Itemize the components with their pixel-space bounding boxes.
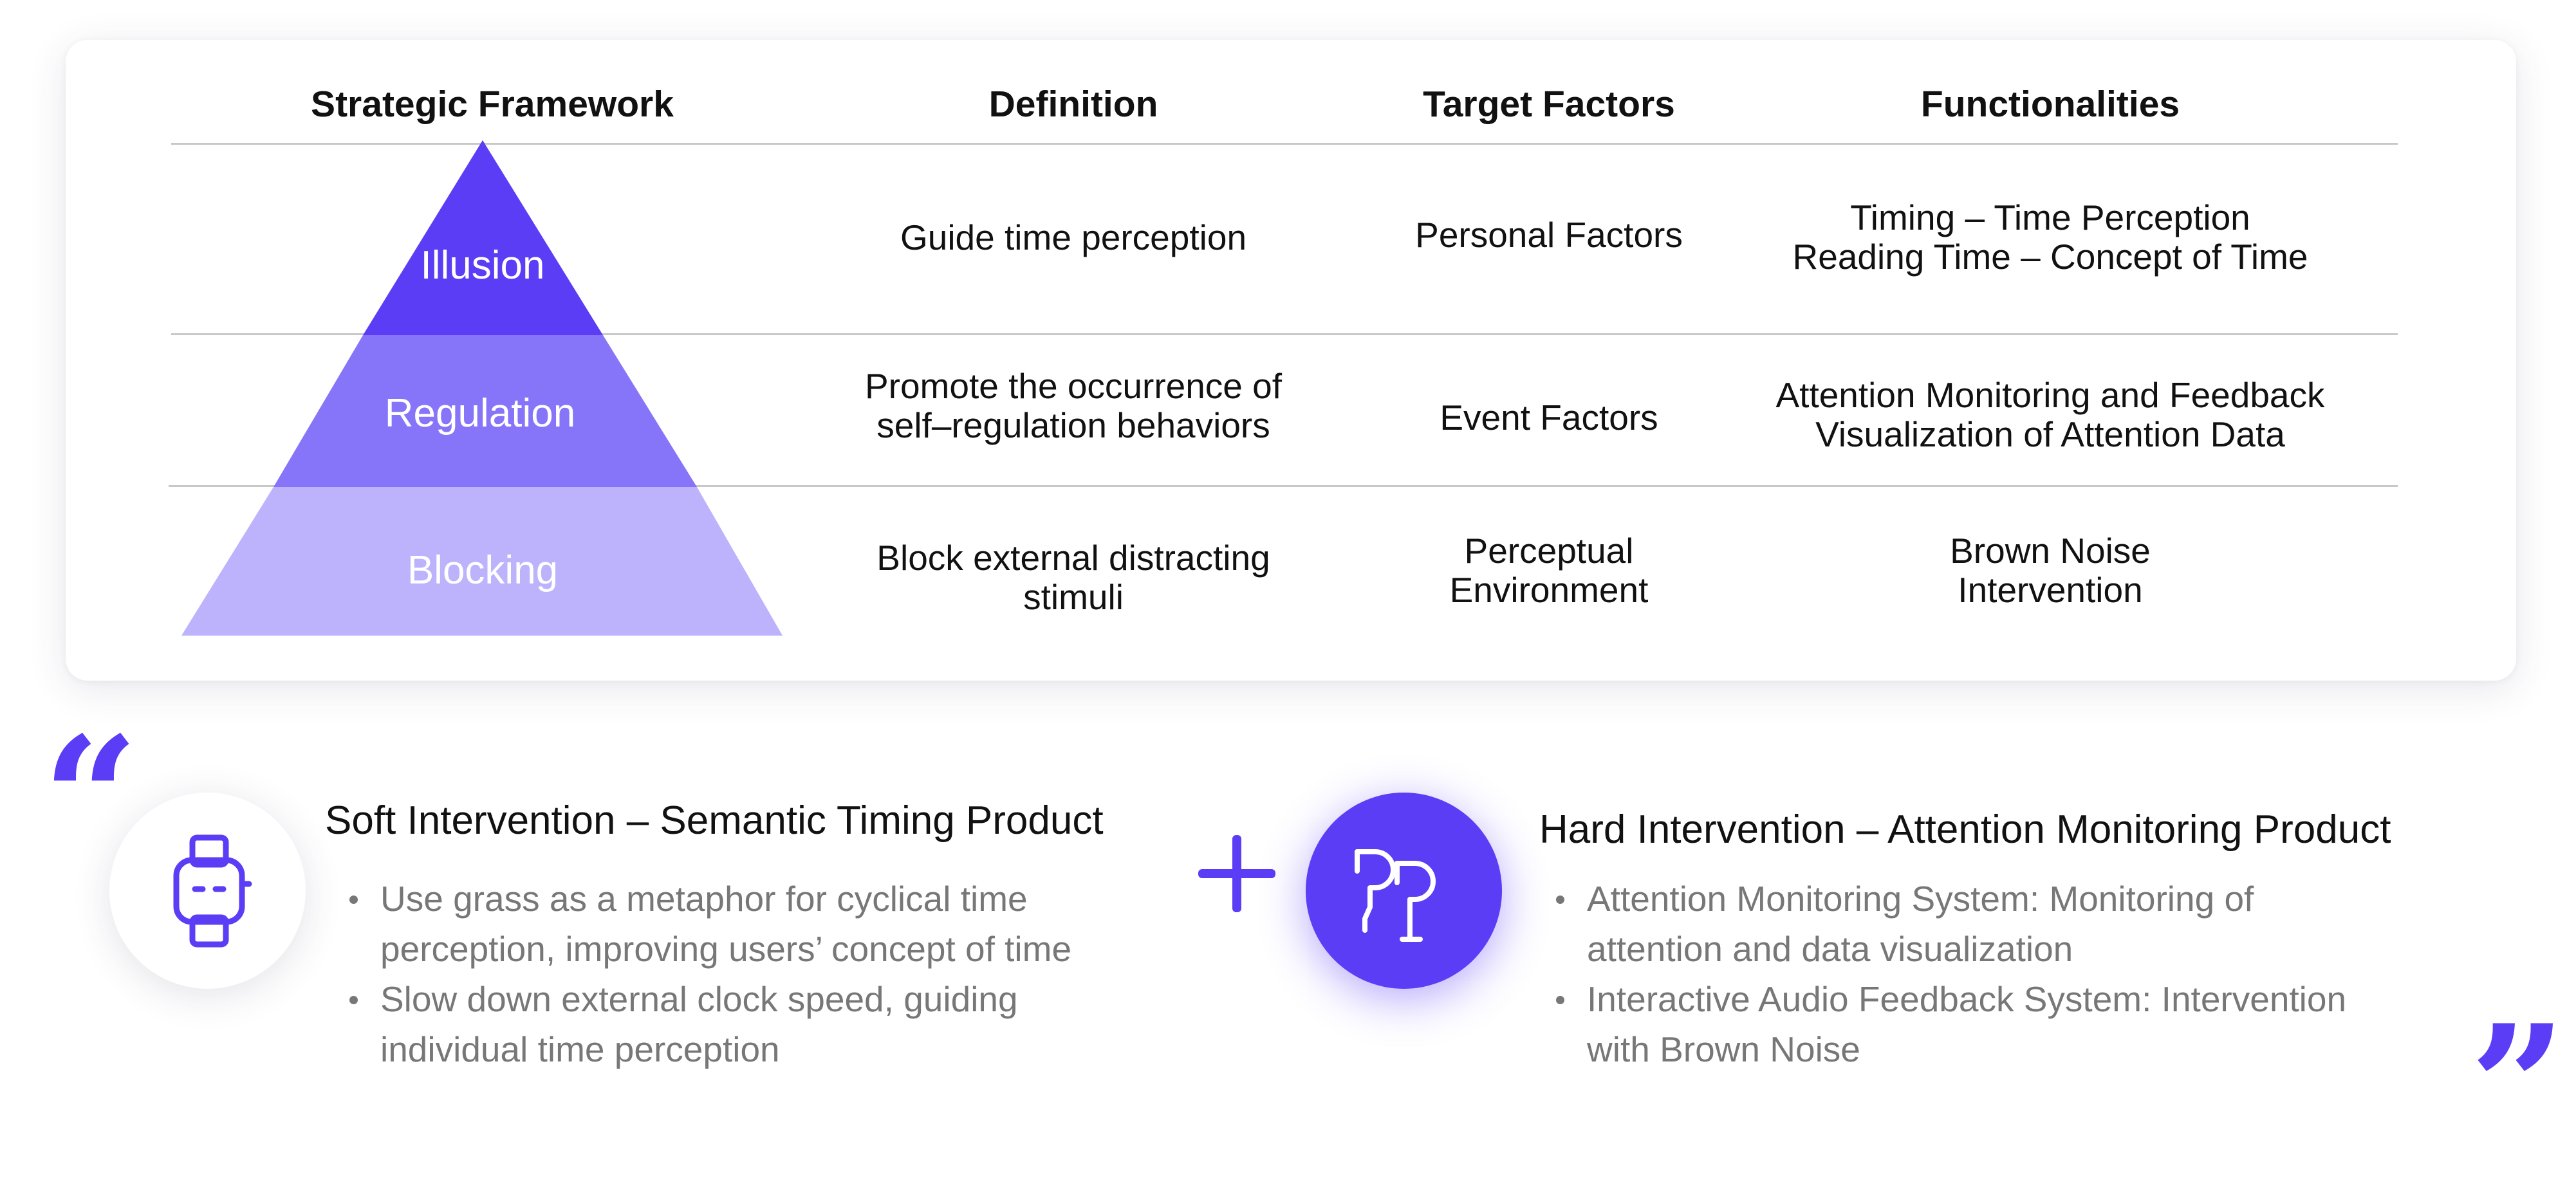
definition-blocking: Block external distracting stimuli — [876, 538, 1270, 617]
header-divider — [171, 143, 2398, 145]
soft-intervention-title: Soft Intervention – Semantic Timing Prod… — [325, 798, 1104, 843]
plus-icon — [1198, 835, 1275, 912]
header-definition: Definition — [988, 84, 1158, 125]
pyramid-tier-regulation — [273, 335, 697, 487]
list-item: Interactive Audio Feedback System: Inter… — [1548, 974, 2346, 1074]
header-functionalities: Functionalities — [1920, 84, 2180, 125]
pyramid-label-blocking: Blocking — [407, 548, 559, 592]
hard-intervention-bullets: Attention Monitoring System: Monitoring … — [1548, 874, 2346, 1074]
pyramid-label-regulation: Regulation — [384, 391, 576, 436]
pyramid-diagram — [181, 140, 783, 636]
header-strategic-framework: Strategic Framework — [311, 84, 674, 125]
row-divider-2 — [169, 485, 2398, 487]
list-item: Use grass as a metaphor for cyclical tim… — [342, 874, 1071, 974]
earbuds-icon — [1355, 849, 1436, 942]
soft-intervention-icon-circle — [109, 793, 306, 989]
soft-intervention-bullets: Use grass as a metaphor for cyclical tim… — [342, 874, 1071, 1074]
target-regulation: Event Factors — [1440, 398, 1658, 437]
definition-illusion: Guide time perception — [900, 217, 1247, 257]
functionalities-regulation: Attention Monitoring and Feedback Visual… — [1775, 375, 2325, 454]
pyramid-label-illusion: Illusion — [420, 243, 545, 288]
functionalities-illusion: Timing – Time Perception Reading Time – … — [1792, 197, 2308, 277]
hard-intervention-icon-circle — [1306, 793, 1502, 989]
pyramid-tier-illusion — [363, 140, 603, 335]
list-item: Slow down external clock speed, guiding … — [342, 974, 1071, 1074]
close-quote-icon: ” — [2470, 989, 2566, 1185]
row-divider-1 — [171, 333, 2398, 335]
target-illusion: Personal Factors — [1415, 215, 1683, 255]
target-blocking: Perceptual Environment — [1449, 531, 1649, 610]
pyramid-tier-blocking — [181, 487, 783, 636]
header-target-factors: Target Factors — [1423, 84, 1675, 125]
smartwatch-icon — [173, 834, 252, 948]
hard-intervention-title: Hard Intervention – Attention Monitoring… — [1539, 807, 2391, 852]
functionalities-blocking: Brown Noise Intervention — [1950, 531, 2151, 610]
list-item: Attention Monitoring System: Monitoring … — [1548, 874, 2346, 974]
definition-regulation: Promote the occurrence of self–regulatio… — [864, 366, 1283, 445]
